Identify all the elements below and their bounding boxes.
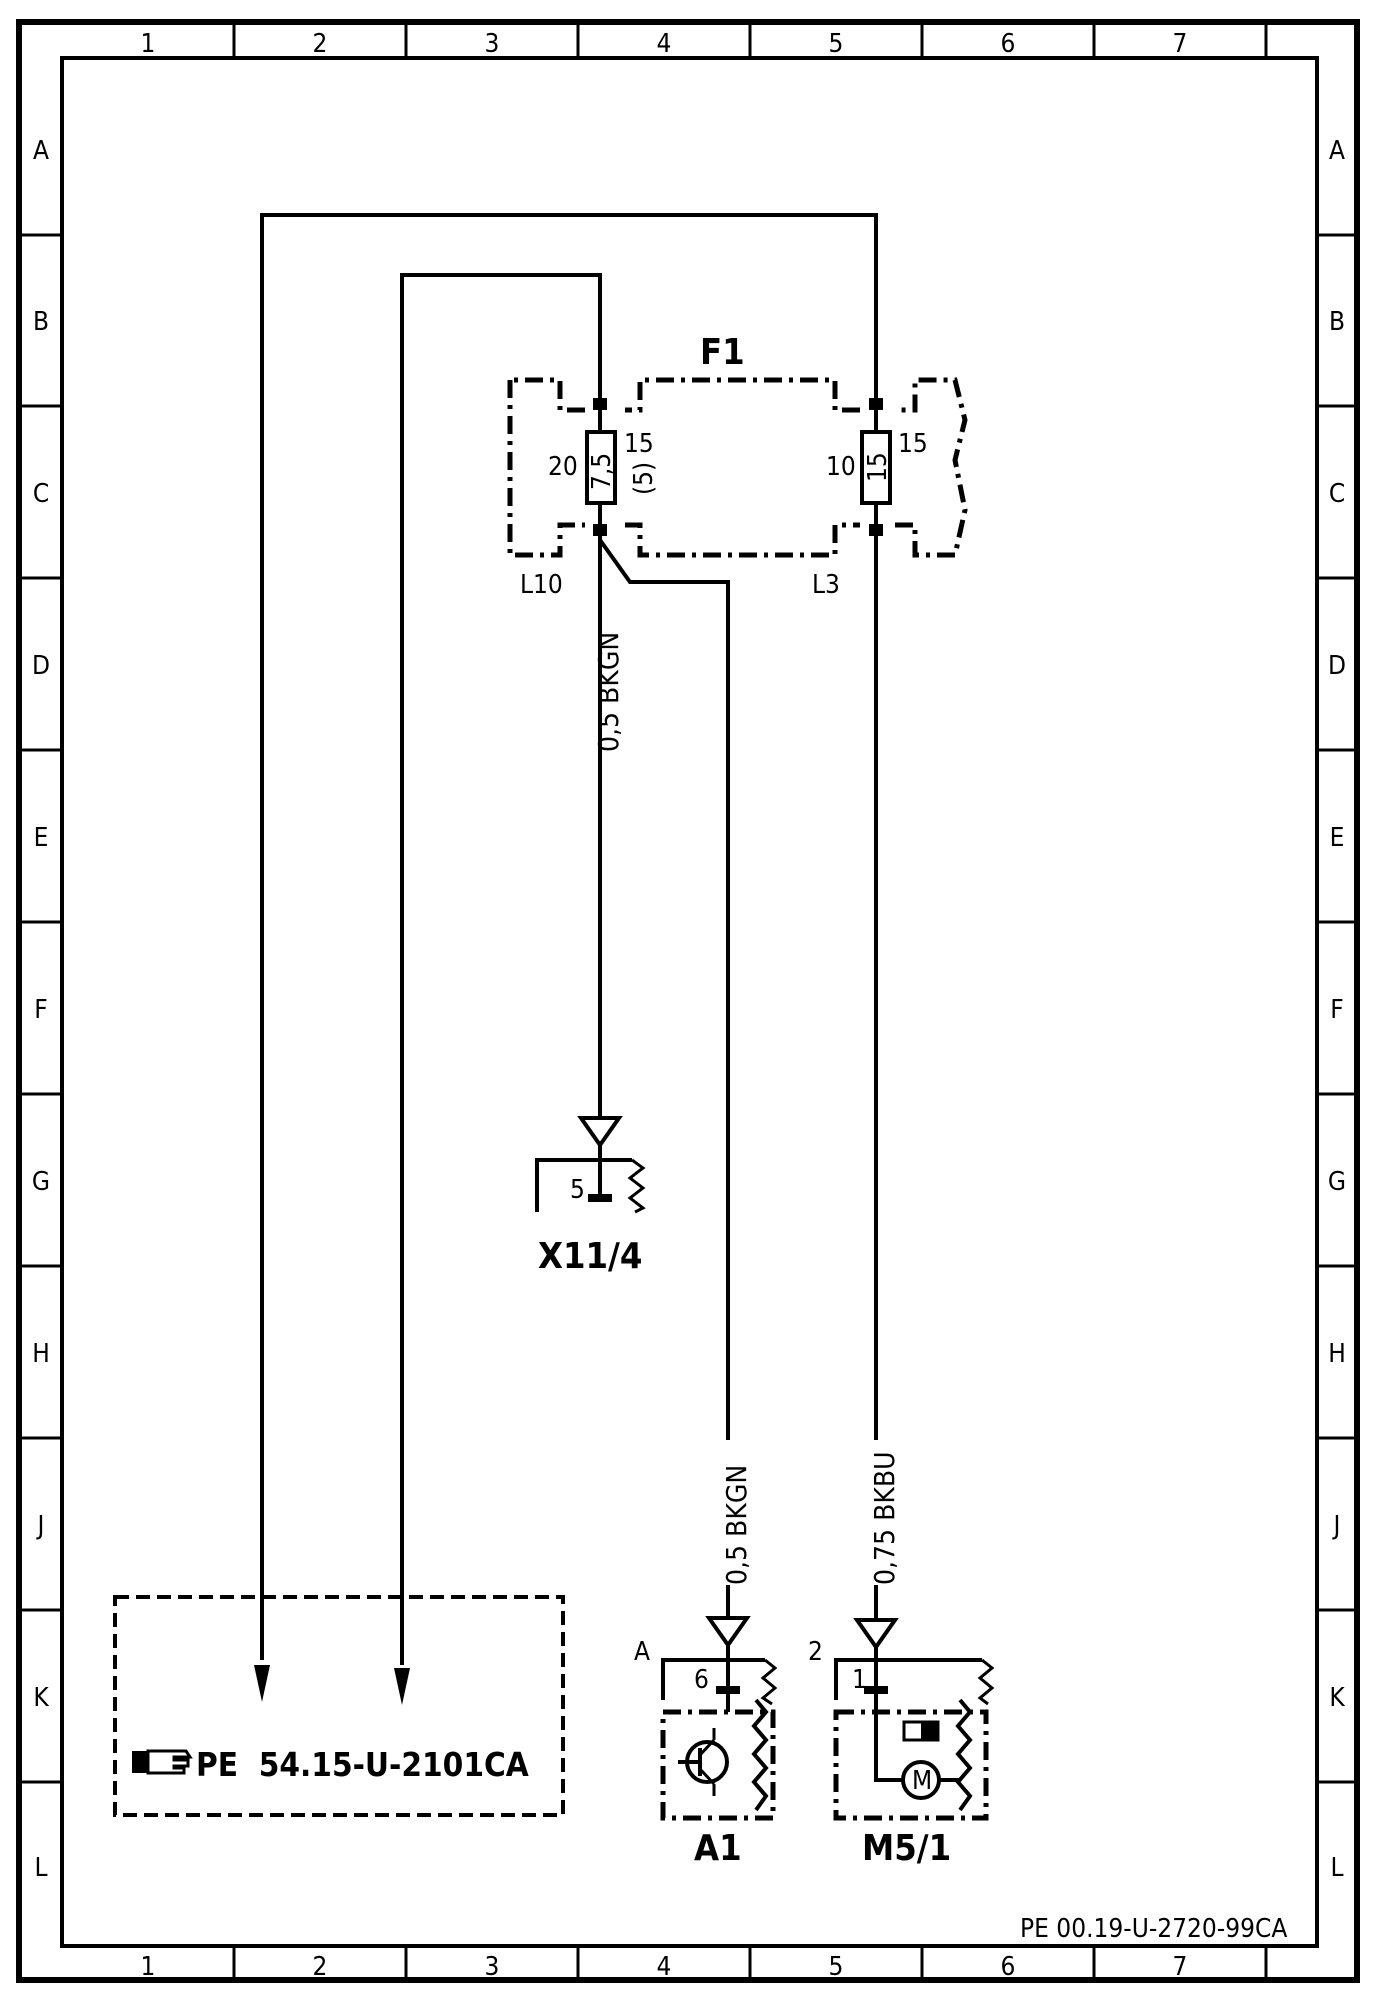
wire-loop-inner bbox=[400, 273, 602, 1665]
m5-1-pin: 1 bbox=[852, 1665, 867, 1695]
motor-symbol-m: M bbox=[912, 1766, 932, 1796]
fuse-left-pin-in: 20 bbox=[548, 452, 578, 482]
grid-row-label: G bbox=[1328, 1167, 1346, 1197]
pointing-hand-icon bbox=[132, 1749, 193, 1775]
a1-connector-label: A bbox=[634, 1637, 650, 1667]
fuse-box-right-line: L3 bbox=[812, 570, 840, 600]
arrow-down-icon bbox=[394, 1668, 410, 1705]
fuse-box-label: F1 bbox=[700, 332, 745, 373]
grid-row-label: F bbox=[34, 995, 47, 1025]
grid-row-label: A bbox=[33, 136, 49, 166]
grid-col-label: 2 bbox=[313, 1952, 328, 1982]
m5-1-label: M5/1 bbox=[862, 1828, 951, 1869]
row-labels-left: A B C D E F G H J K L bbox=[32, 136, 50, 1883]
grid-row-label: K bbox=[33, 1683, 49, 1713]
fuse-box-left-line: L10 bbox=[520, 570, 563, 600]
m5-1-connector-label: 2 bbox=[808, 1637, 823, 1667]
fuse-right-pin-out: 15 bbox=[898, 429, 928, 459]
control-unit-a1: A 6 A1 bbox=[634, 1616, 778, 1869]
grid-row-label: H bbox=[1328, 1339, 1346, 1369]
grid-col-label: 4 bbox=[657, 29, 672, 59]
grid-col-label: 1 bbox=[141, 29, 156, 59]
grid-col-label: 5 bbox=[829, 29, 844, 59]
grid-row-label: A bbox=[1329, 136, 1345, 166]
fuse-right-rating: 15 bbox=[863, 452, 893, 482]
grid-col-label: 3 bbox=[485, 1952, 500, 1982]
grid-col-label: 7 bbox=[1173, 29, 1188, 59]
grid-row-label: D bbox=[32, 651, 50, 681]
row-labels-right: A B C D E F G H J K L bbox=[1328, 136, 1346, 1883]
grid-row-label: H bbox=[32, 1339, 50, 1369]
fuse-right-pin-in: 10 bbox=[826, 452, 856, 482]
column-labels-top: 1 2 3 4 5 6 7 bbox=[141, 29, 1188, 59]
grid-row-label: B bbox=[1329, 307, 1345, 337]
fuse-right: 15 10 15 bbox=[826, 395, 928, 536]
grid-row-label: C bbox=[33, 479, 49, 509]
diagram-id: PE 00.19-U-2720-99CA bbox=[1020, 1914, 1287, 1944]
fuse-left-rating: 7,5 bbox=[587, 453, 617, 490]
connector-x11-4-pin: 5 bbox=[570, 1175, 585, 1205]
grid-row-label: F bbox=[1330, 995, 1343, 1025]
grid-row-label: L bbox=[34, 1853, 47, 1883]
grid-row-label: E bbox=[34, 823, 49, 853]
column-labels-bottom: 1 2 3 4 5 6 7 bbox=[141, 1952, 1188, 1982]
grid-row-label: B bbox=[33, 307, 49, 337]
wire-loop-outer bbox=[260, 213, 878, 1660]
grid-row-label: J bbox=[36, 1511, 45, 1541]
reference-box: PE 54.15-U-2101CA bbox=[113, 1595, 565, 1817]
grid-row-label: D bbox=[1328, 651, 1346, 681]
fuse-left: 7,5 20 15 (5) bbox=[548, 395, 659, 540]
grid-col-label: 5 bbox=[829, 1952, 844, 1982]
fuse-left-pin-alt: (5) bbox=[629, 462, 659, 495]
grid-row-label: K bbox=[1329, 1683, 1345, 1713]
grid-row-label: G bbox=[32, 1167, 50, 1197]
wire-label-w3: 0,75 BKBU bbox=[868, 1451, 901, 1585]
reference-text: PE 54.15-U-2101CA bbox=[196, 1745, 529, 1784]
arrow-down-icon bbox=[254, 1665, 270, 1702]
wire-label-w2: 0,5 BKGN bbox=[720, 1465, 753, 1585]
grid-col-label: 6 bbox=[1001, 1952, 1016, 1982]
fuse-left-pin-out: 15 bbox=[624, 429, 654, 459]
fuse-box-f1: F1 L10 L3 bbox=[507, 332, 968, 600]
grid-col-label: 6 bbox=[1001, 29, 1016, 59]
connector-x11-4: 5 X11/4 bbox=[535, 1116, 646, 1277]
grid-col-label: 4 bbox=[657, 1952, 672, 1982]
drawing-frame bbox=[16, 19, 1360, 1983]
grid-col-label: 2 bbox=[313, 29, 328, 59]
grid-col-label: 1 bbox=[141, 1952, 156, 1982]
grid-row-label: L bbox=[1330, 1853, 1343, 1883]
motor-m5-1: 2 1 M M5/1 bbox=[808, 1618, 995, 1869]
connector-x11-4-label: X11/4 bbox=[538, 1236, 642, 1277]
a1-label: A1 bbox=[694, 1828, 742, 1869]
grid-row-label: J bbox=[1332, 1511, 1341, 1541]
grid-col-label: 3 bbox=[485, 29, 500, 59]
wire-label-w1: 0,5 BKGN bbox=[592, 632, 625, 752]
grid-col-label: 7 bbox=[1173, 1952, 1188, 1982]
grid-row-label: E bbox=[1330, 823, 1345, 853]
wire-to-a1 bbox=[598, 538, 730, 1440]
a1-pin: 6 bbox=[694, 1665, 709, 1695]
grid-row-label: C bbox=[1329, 479, 1345, 509]
